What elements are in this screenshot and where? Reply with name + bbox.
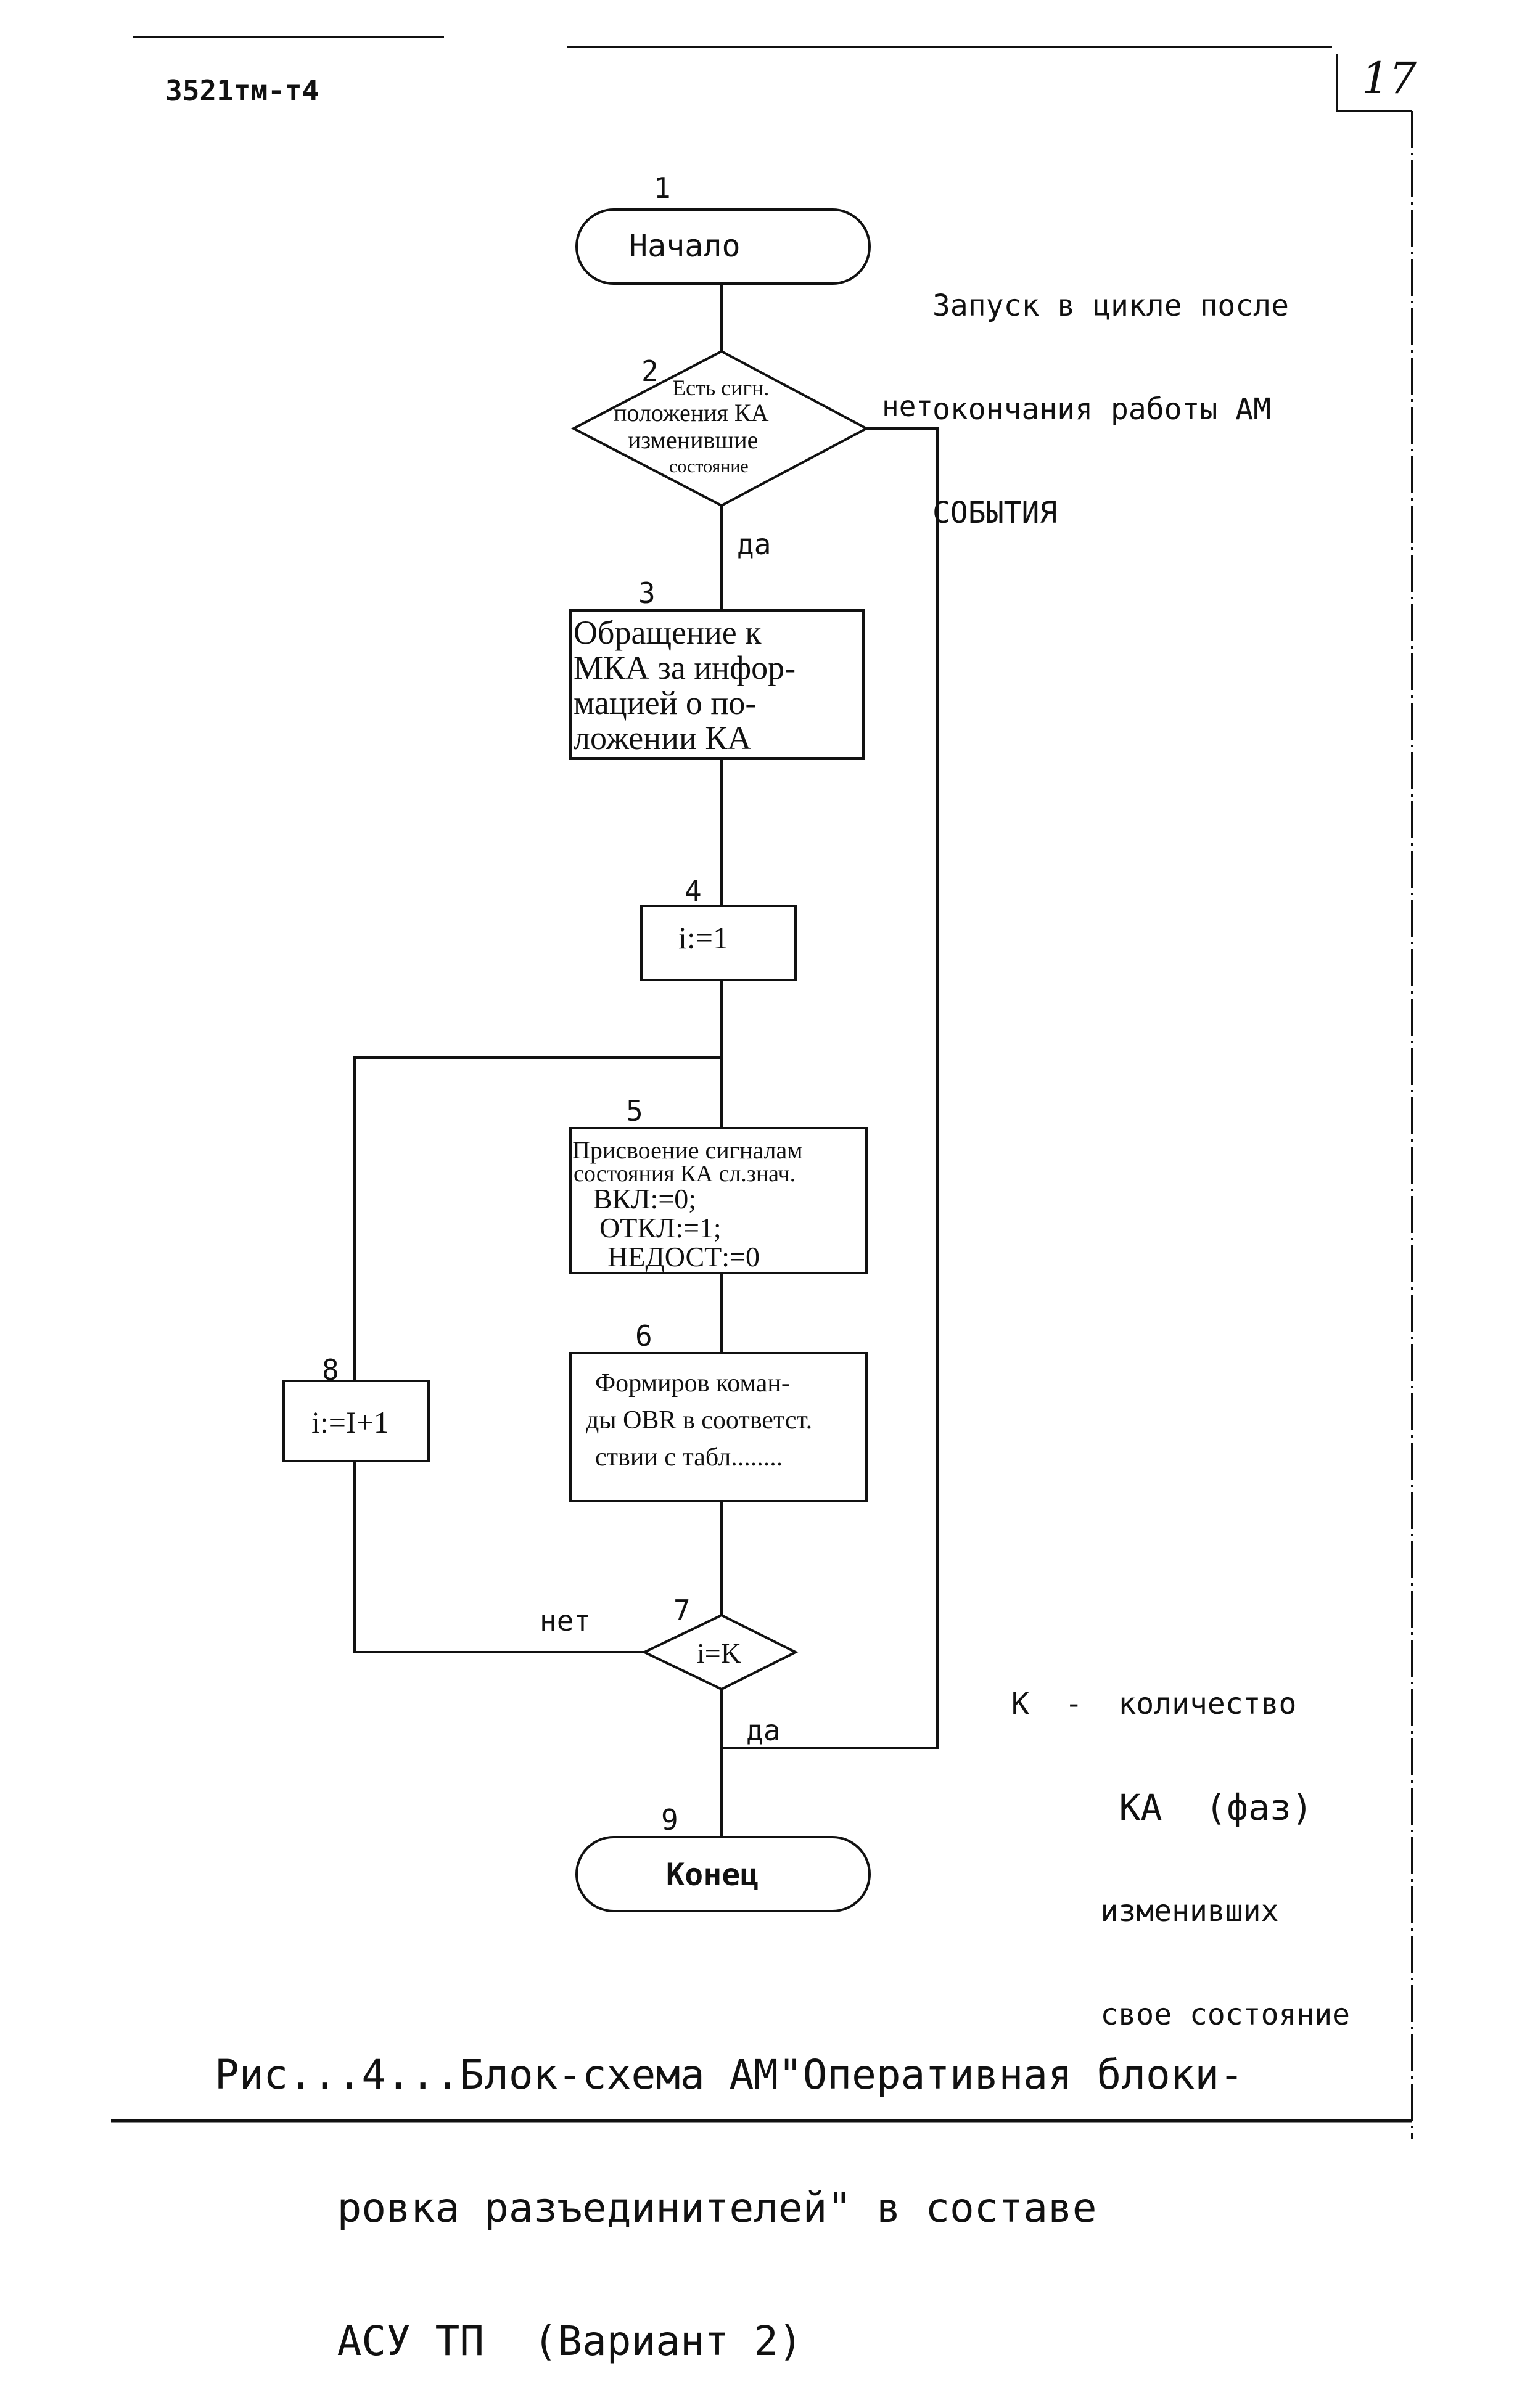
process-8-text: i:=I+1 [311,1405,389,1439]
process-increment-i [282,1380,430,1462]
process-init-i [640,905,797,981]
process-5-line-3: ВКЛ:=0; [593,1183,697,1214]
decision-2-line-1: Есть сигн. [672,375,770,400]
block-number-8: 8 [322,1353,339,1386]
caption-line-2: ровка разъединителей" в составе [215,2184,1097,2232]
note-start-condition: Запуск в цикле после окончания работы АМ… [932,219,1289,565]
block-number-6: 6 [635,1319,652,1353]
block-number-7: 7 [673,1594,691,1627]
process-6-line-3: ствии с табл........ [595,1443,783,1472]
process-6-line-1: Формиров коман- [595,1369,790,1398]
note-k-line-4: свое состояние [1011,1997,1351,2032]
document-code: 3521тм-т4 [165,74,319,107]
block-number-9: 9 [661,1803,678,1837]
terminator-end [575,1836,871,1912]
note-k-line-1: К - количество [1011,1687,1297,1721]
caption-line-3: АСУ ТП (Вариант 2) [215,2317,803,2365]
process-6-line-2: ды OBR в соответст. [586,1406,813,1435]
start-label: Начало [629,228,741,264]
process-3-line-1: Обращение к [574,614,762,651]
caption-line-1: Рис...4...Блок-схема АМ"Оперативная блок… [215,2051,1244,2099]
process-5-line-4: ОТКЛ:=1; [599,1212,722,1243]
block-number-3: 3 [638,576,656,610]
block-number-1: 1 [654,171,671,205]
connector-2-no [722,427,939,1749]
process-assign-signals [569,1127,868,1274]
edge-label-2-no: нет [882,390,934,423]
decision-2-line-3: изменившие [628,426,759,454]
decision-2-line-2: положения КА [614,399,769,427]
edge-label-2-yes: да [737,528,771,561]
flowchart-sheet [111,36,1413,2139]
process-3-line-3: мацией о по- [574,684,757,721]
note-k-definition: К - количество КА (фаз) изменивших свое … [1011,1618,1350,2066]
note-start-line-2: окончания работы АМ [932,392,1272,427]
process-3-line-4: ложении КА [574,719,752,756]
note-k-line-2: КА (фаз) [1011,1787,1313,1829]
frame-page-number-corner [1336,54,1412,112]
figure-caption: Рис...4...Блок-схема АМ"Оперативная блок… [215,1964,1244,2408]
end-label: Конец [666,1857,759,1893]
process-3-line-2: МКА за инфор- [574,649,796,686]
process-form-command [569,1352,868,1502]
edge-label-7-yes: да [746,1714,781,1747]
note-k-line-3: изменивших [1011,1894,1279,1928]
block-number-4: 4 [685,874,702,907]
page-number: 17 [1362,53,1417,104]
process-5-line-1: Присвоение сигналам [572,1136,803,1164]
decision-7-text: i=K [697,1637,741,1669]
connector-7-no [353,1461,644,1653]
terminator-start [575,208,871,285]
note-start-line-1: Запуск в цикле после [932,289,1289,323]
edge-label-7-no: нет [540,1604,591,1637]
block-number-2: 2 [641,354,659,388]
process-request-mka [569,609,865,760]
process-5-line-5: НЕДОСТ:=0 [607,1241,760,1272]
loop-return-line [353,1056,722,1381]
process-4-text: i:=1 [678,920,728,955]
block-number-5: 5 [626,1094,643,1128]
process-5-line-2: состояния КА сл.знач. [574,1161,796,1187]
note-start-line-3: СОБЫТИЯ [932,496,1058,530]
decision-2-line-4: состояние [669,456,749,477]
